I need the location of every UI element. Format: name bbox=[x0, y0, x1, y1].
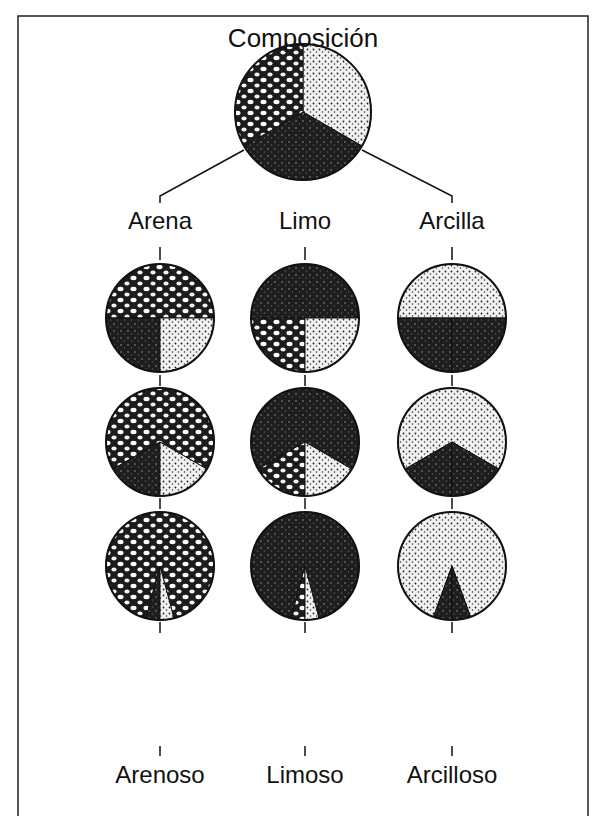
composition-sector bbox=[160, 442, 207, 496]
composition-sector bbox=[452, 442, 499, 496]
circle-outline bbox=[251, 512, 359, 620]
composition-sector bbox=[258, 442, 305, 496]
tick bbox=[451, 247, 453, 260]
tick bbox=[304, 498, 306, 509]
circle-outline bbox=[251, 264, 359, 372]
tick bbox=[451, 375, 453, 386]
component-label: Limo bbox=[279, 208, 331, 234]
composition-sector bbox=[305, 566, 319, 620]
circle-group bbox=[106, 44, 506, 620]
tick bbox=[451, 622, 453, 633]
composition-sector bbox=[434, 566, 452, 620]
texture-label: Arenoso bbox=[115, 762, 204, 788]
leader-line bbox=[160, 150, 244, 203]
tick bbox=[304, 622, 306, 633]
composition-sector bbox=[251, 264, 359, 318]
tick bbox=[159, 498, 161, 509]
tick bbox=[304, 375, 306, 386]
diagram-title: Composición bbox=[228, 24, 378, 53]
circle-outline bbox=[398, 512, 506, 620]
tick bbox=[159, 247, 161, 260]
tick bbox=[159, 746, 161, 756]
composition-sector bbox=[398, 264, 506, 318]
tick bbox=[451, 746, 453, 756]
texture-label: Limoso bbox=[266, 762, 343, 788]
leader-lines bbox=[160, 150, 452, 756]
composition-sector bbox=[291, 566, 305, 620]
circle-outline bbox=[235, 44, 371, 180]
composition-sector bbox=[160, 566, 174, 620]
circle-outline bbox=[106, 512, 214, 620]
circle-outline bbox=[106, 264, 214, 372]
tick bbox=[451, 498, 453, 509]
composition-sector bbox=[146, 566, 160, 620]
leader-line bbox=[362, 150, 452, 203]
component-label: Arcilla bbox=[419, 208, 484, 234]
composition-sector bbox=[405, 442, 452, 496]
frame bbox=[18, 16, 588, 816]
tick bbox=[304, 746, 306, 756]
texture-label: Arcilloso bbox=[407, 762, 498, 788]
composition-sector bbox=[106, 264, 214, 318]
tick bbox=[159, 622, 161, 633]
circle-outline bbox=[398, 264, 506, 372]
composition-sector bbox=[305, 442, 352, 496]
component-label: Arena bbox=[128, 208, 192, 234]
composition-sector bbox=[235, 44, 303, 146]
tick bbox=[159, 375, 161, 386]
circle-outline bbox=[251, 388, 359, 496]
tick bbox=[304, 247, 306, 260]
circle-outline bbox=[398, 388, 506, 496]
composition-sector bbox=[113, 442, 160, 496]
circle-outline bbox=[106, 388, 214, 496]
composition-sector bbox=[452, 566, 470, 620]
